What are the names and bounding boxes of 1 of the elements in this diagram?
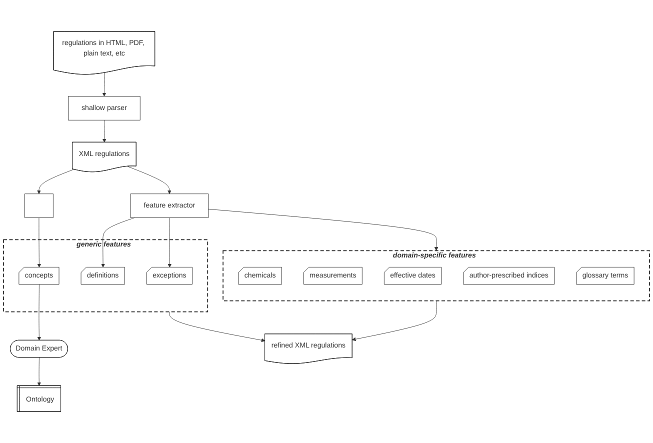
node-box (24, 194, 54, 218)
